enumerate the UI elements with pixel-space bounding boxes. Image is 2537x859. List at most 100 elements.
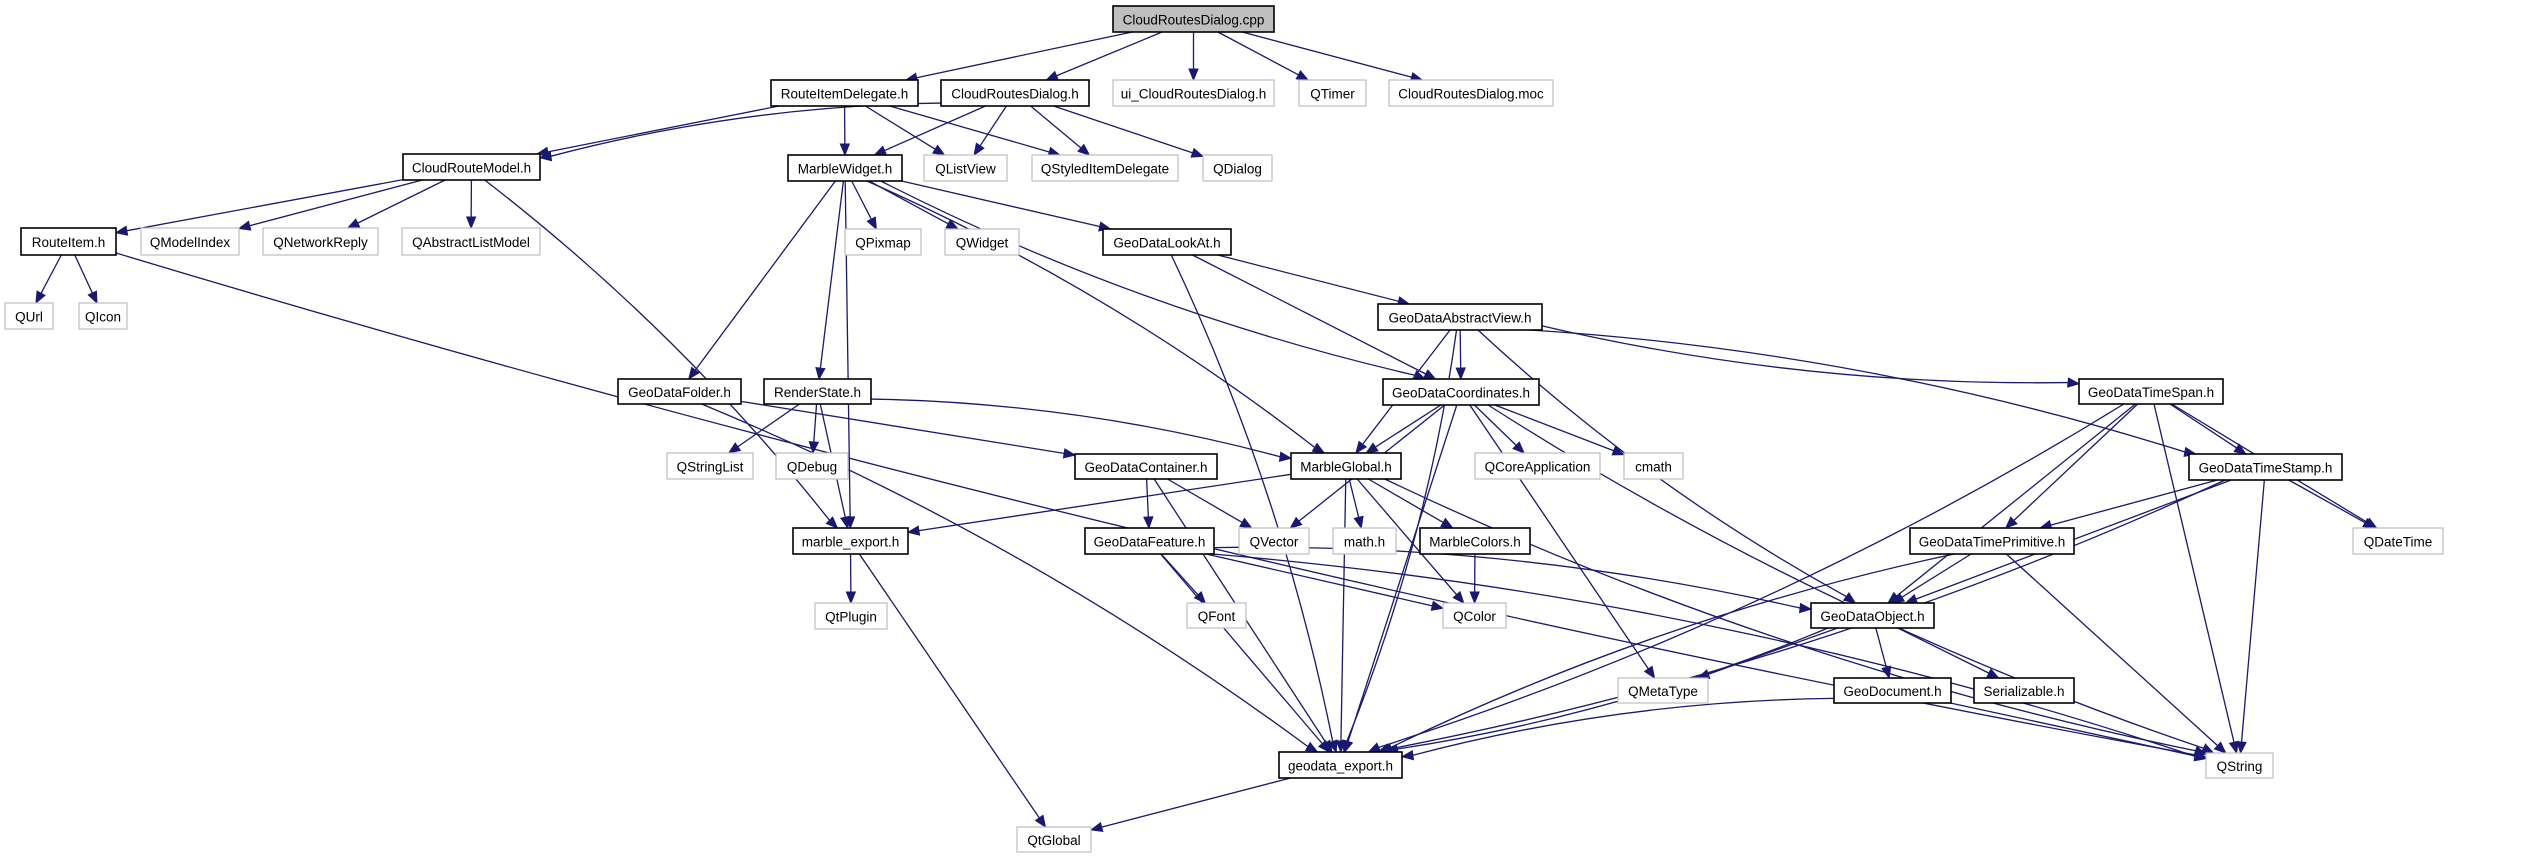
edge-mw-to-lookat	[901, 180, 1112, 232]
node-cpp[interactable]: CloudRoutesDialog.cpp	[1112, 5, 1275, 33]
edge-line	[1473, 404, 1517, 446]
node-label: GeoDataFeature.h	[1094, 535, 1206, 550]
node-timestamp[interactable]: GeoDataTimeStamp.h	[2188, 453, 2343, 481]
node-crdh[interactable]: CloudRoutesDialog.h	[940, 79, 1090, 107]
edge-render-to-mglobal	[870, 398, 1293, 462]
edge-absview-to-timespan	[1541, 325, 2081, 388]
node-mathh: math.h	[1332, 527, 1397, 555]
node-ri[interactable]: RouteItem.h	[20, 227, 117, 256]
edge-line	[2240, 479, 2266, 743]
node-label: QFont	[1198, 609, 1236, 624]
edge-container-to-qvector	[1167, 478, 1253, 529]
arrowhead-icon	[906, 525, 921, 536]
node-absview[interactable]: GeoDataAbstractView.h	[1377, 303, 1543, 331]
arrowhead-icon	[1440, 517, 1454, 529]
edge-line	[701, 403, 1309, 748]
arrowhead-icon	[839, 143, 851, 157]
edge-line	[1340, 478, 1347, 742]
node-label: GeoDataFolder.h	[628, 385, 731, 400]
arrowhead-icon	[1062, 448, 1077, 459]
node-render[interactable]: RenderState.h	[763, 378, 872, 405]
node-mw[interactable]: MarbleWidget.h	[787, 154, 903, 182]
node-label: QDialog	[1213, 162, 1262, 177]
node-qtplugin: QtPlugin	[814, 602, 888, 630]
node-box	[814, 602, 888, 630]
edge-coords-to-cmath	[1494, 404, 1626, 456]
arrowhead-icon	[1353, 515, 1364, 530]
node-label: CloudRoutesDialog.cpp	[1123, 13, 1265, 28]
arrowhead-icon	[1904, 594, 1919, 604]
arrowhead-icon	[1335, 740, 1347, 754]
node-box	[617, 378, 742, 405]
edge-line	[1875, 627, 1887, 668]
node-mexport[interactable]: marble_export.h	[792, 527, 909, 555]
node-box	[1298, 79, 1367, 107]
node-feature[interactable]: GeoDataFeature.h	[1084, 527, 1215, 555]
node-rid[interactable]: RouteItemDelegate.h	[770, 79, 919, 107]
edges-layer	[35, 31, 2378, 833]
arrowhead-icon	[1881, 665, 1892, 680]
arrowhead-icon	[1278, 451, 1293, 462]
node-label: QPixmap	[855, 236, 911, 251]
node-label: geodata_export.h	[1288, 759, 1393, 774]
node-box	[792, 527, 909, 555]
edge-line	[1950, 702, 2196, 757]
node-box	[770, 79, 919, 107]
edge-rid-to-qsid	[889, 105, 1062, 157]
arrowhead-icon	[1512, 441, 1526, 454]
node-object[interactable]: GeoDataObject.h	[1810, 602, 1935, 629]
edge-line	[2288, 479, 2366, 524]
edge-line	[2169, 403, 2237, 449]
arrowhead-icon	[538, 150, 553, 162]
arrowhead-icon	[845, 591, 857, 605]
edge-line	[2050, 479, 2218, 526]
arrowhead-icon	[1400, 749, 1415, 761]
node-box	[1016, 826, 1092, 853]
edge-feature-to-gexport	[1160, 553, 1331, 754]
node-box	[1617, 677, 1709, 704]
node-lookat[interactable]: GeoDataLookAt.h	[1102, 228, 1232, 256]
edge-rid-to-mw	[839, 105, 851, 157]
arrowhead-icon	[1799, 602, 1813, 614]
node-serial[interactable]: Serializable.h	[1973, 677, 2075, 704]
node-crm[interactable]: CloudRouteModel.h	[402, 153, 541, 181]
arrowhead-icon	[840, 515, 851, 530]
node-timeprim[interactable]: GeoDataTimePrimitive.h	[1909, 527, 2075, 555]
arrowhead-icon	[727, 442, 742, 454]
node-label: QString	[2217, 759, 2263, 774]
arrowhead-icon	[808, 441, 820, 455]
node-gexport[interactable]: geodata_export.h	[1278, 751, 1403, 779]
edge-line	[1217, 254, 1399, 302]
node-qpixmap: QPixmap	[844, 228, 922, 256]
node-box	[844, 228, 922, 256]
edge-cpp-to-crdh	[1045, 31, 1163, 81]
edge-coords-to-qmetatype	[1469, 404, 1656, 680]
node-container[interactable]: GeoDataContainer.h	[1074, 453, 1218, 480]
node-cmath: cmath	[1623, 452, 1684, 480]
edge-mglobal-to-gexport	[1335, 478, 1347, 754]
node-document[interactable]: GeoDocument.h	[1833, 677, 1952, 704]
node-coords[interactable]: GeoDataCoordinates.h	[1382, 378, 1540, 406]
edge-mglobal-to-qcolor	[1356, 478, 1465, 605]
node-box	[262, 227, 379, 256]
edge-line	[851, 180, 872, 220]
edge-coords-to-qcoreapp	[1473, 404, 1526, 454]
node-qnr: QNetworkReply	[262, 227, 379, 256]
arrowhead-icon	[1643, 665, 1656, 680]
node-box	[1112, 79, 1275, 107]
edge-mglobal-to-mathh	[1348, 478, 1364, 530]
edge-line	[126, 179, 404, 232]
node-label: MarbleWidget.h	[798, 162, 893, 177]
node-qdatetime: QDateTime	[2352, 527, 2444, 555]
node-timespan[interactable]: GeoDataTimeSpan.h	[2078, 378, 2224, 405]
edge-line	[1896, 403, 2136, 597]
node-folder[interactable]: GeoDataFolder.h	[617, 378, 742, 405]
node-label: MarbleColors.h	[1429, 535, 1521, 550]
node-mglobal[interactable]: MarbleGlobal.h	[1290, 452, 1402, 480]
node-label: Serializable.h	[1983, 684, 2064, 699]
node-mcolors[interactable]: MarbleColors.h	[1419, 527, 1531, 555]
edge-line	[2013, 403, 2139, 521]
edge-line	[1242, 31, 1412, 78]
edge-mw-to-coords	[880, 180, 1427, 380]
edge-line	[694, 180, 836, 371]
